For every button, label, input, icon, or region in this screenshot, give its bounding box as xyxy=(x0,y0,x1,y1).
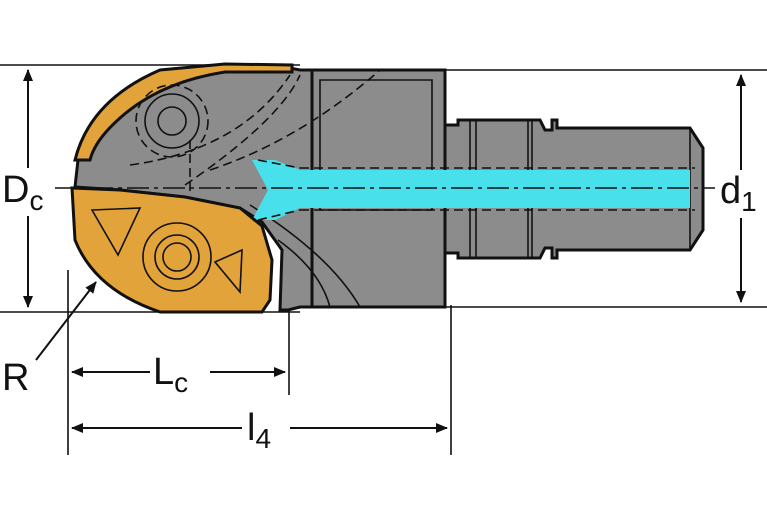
label-dc: Dc xyxy=(2,169,43,216)
label-r: R xyxy=(2,357,29,399)
lower-insert-shape xyxy=(70,186,274,314)
hidden-lines xyxy=(129,69,381,195)
r-leader xyxy=(35,281,97,361)
upper-screw xyxy=(144,93,200,149)
label-lc: Lc xyxy=(153,351,188,398)
lower-screw xyxy=(142,222,212,292)
coolant-fill xyxy=(252,160,690,220)
label-d1: d1 xyxy=(720,170,757,217)
label-l4: l4 xyxy=(247,407,271,454)
upper-insert xyxy=(73,62,294,162)
upper-insert-shape xyxy=(73,62,294,162)
labels: Dc d1 R Lc l4 xyxy=(0,168,767,454)
coolant-channel xyxy=(252,159,695,221)
lower-insert xyxy=(70,186,274,314)
